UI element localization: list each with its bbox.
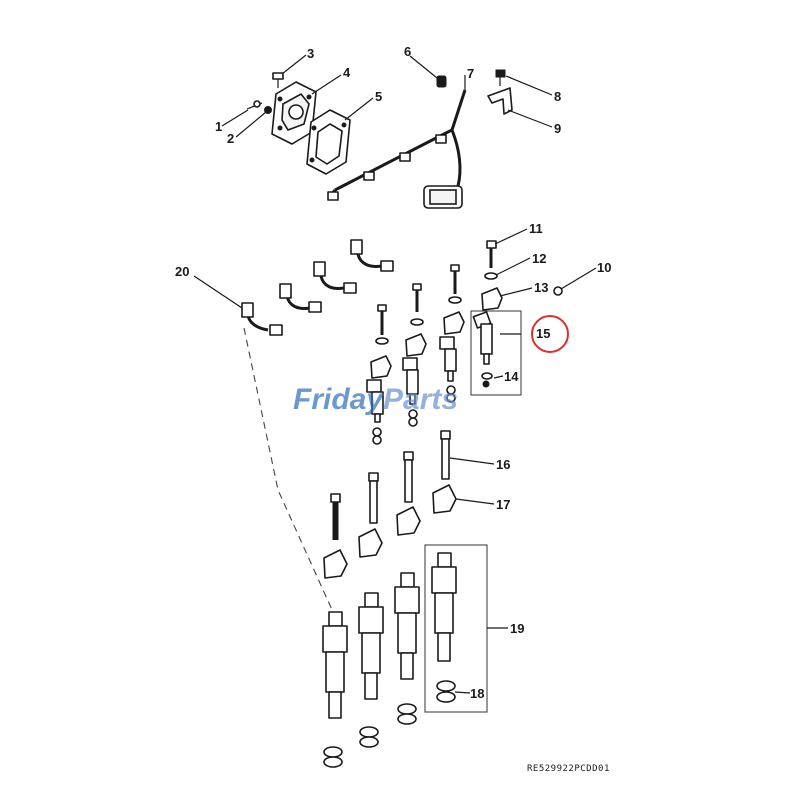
callout-13: 13 bbox=[534, 280, 548, 295]
part-2-washer bbox=[264, 106, 272, 114]
fuel-line-4 bbox=[350, 239, 394, 272]
callout-15: 15 bbox=[536, 326, 550, 341]
drawing-code: RE529922PCDD01 bbox=[527, 764, 610, 774]
callout-3: 3 bbox=[307, 46, 314, 61]
part-8-bolt bbox=[495, 69, 506, 86]
injector-col1-lower bbox=[322, 611, 348, 768]
callout-17: 17 bbox=[496, 497, 510, 512]
callout-9: 9 bbox=[554, 121, 561, 136]
part-14-seal bbox=[481, 372, 493, 388]
injector-col2-upper bbox=[402, 357, 419, 427]
injector-col3-lower bbox=[394, 572, 420, 725]
part-13-clamp bbox=[481, 287, 503, 311]
part-16-bolt bbox=[440, 430, 451, 480]
box-injector-assembly-15 bbox=[470, 310, 522, 396]
part-1-bolt bbox=[246, 100, 263, 110]
injector-col3-upper bbox=[439, 336, 457, 403]
callout-8: 8 bbox=[554, 89, 561, 104]
clamp-col2-upper bbox=[405, 333, 427, 357]
callout-1: 1 bbox=[215, 119, 222, 134]
callout-10: 10 bbox=[597, 260, 611, 275]
clamp-col3-upper bbox=[443, 311, 465, 335]
bolt-col2-upper bbox=[410, 283, 424, 326]
part-17-clamp bbox=[432, 484, 457, 514]
callout-7: 7 bbox=[467, 66, 474, 81]
callout-18: 18 bbox=[470, 686, 484, 701]
bolt-col2-lower bbox=[368, 472, 379, 524]
clamp-col1-lower bbox=[323, 549, 348, 579]
injector-col2-lower bbox=[358, 592, 384, 748]
part-9-bracket bbox=[487, 87, 513, 115]
part-3-bolt bbox=[272, 72, 284, 88]
callout-16: 16 bbox=[496, 457, 510, 472]
clamp-col1-upper bbox=[370, 355, 392, 379]
callout-14: 14 bbox=[504, 369, 519, 384]
part-6-plug bbox=[436, 75, 447, 88]
watermark-part1: Friday bbox=[293, 383, 384, 416]
watermark-text: FridayParts bbox=[293, 383, 458, 416]
bolt-col3-lower bbox=[403, 451, 414, 503]
part-10-plug bbox=[553, 286, 563, 296]
part-18-seal bbox=[436, 680, 456, 703]
leader-lines bbox=[193, 54, 597, 694]
bolt-col1-upper bbox=[375, 304, 389, 345]
fuel-line-3 bbox=[313, 261, 357, 294]
clamp-col3-lower bbox=[396, 506, 421, 536]
part-5-gasket bbox=[306, 109, 351, 175]
clamp-col2-lower bbox=[358, 528, 383, 558]
part-15-injector bbox=[472, 311, 493, 365]
watermark-part2: Parts bbox=[383, 383, 458, 416]
callout-5: 5 bbox=[375, 89, 382, 104]
dashed-alignment-line bbox=[243, 327, 334, 613]
callout-2: 2 bbox=[227, 131, 234, 146]
bolt-col3-upper bbox=[448, 264, 462, 304]
callout-15-highlight-circle bbox=[531, 315, 569, 353]
part-7-wiring-harness bbox=[327, 89, 467, 209]
part-12-washer bbox=[484, 272, 498, 280]
callout-6: 6 bbox=[404, 44, 411, 59]
part-19-injector bbox=[431, 552, 457, 662]
part-11-bolt bbox=[486, 240, 497, 268]
callout-12: 12 bbox=[532, 251, 546, 266]
callout-11: 11 bbox=[529, 221, 543, 236]
callout-19: 19 bbox=[510, 621, 524, 636]
part-20-fuel-line bbox=[241, 302, 283, 336]
part-4-flange bbox=[271, 81, 317, 145]
fuel-line-2 bbox=[279, 283, 322, 313]
injector-col1-upper bbox=[366, 379, 384, 445]
callout-4: 4 bbox=[343, 65, 351, 80]
callout-20: 20 bbox=[175, 264, 189, 279]
bolt-col1-lower bbox=[330, 493, 341, 540]
